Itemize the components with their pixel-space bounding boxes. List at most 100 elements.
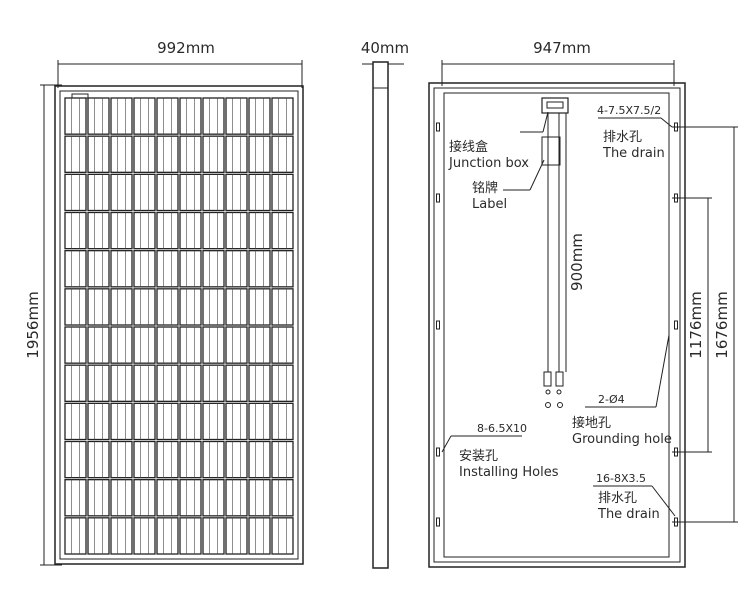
solar-cell	[179, 288, 202, 326]
grounding-cn: 接地孔	[572, 415, 611, 431]
side-view: 40mm	[361, 39, 409, 569]
solar-cell	[271, 517, 294, 555]
solar-cell	[179, 135, 202, 173]
solar-cell	[179, 517, 202, 555]
solar-cell	[110, 211, 133, 250]
solar-cell	[179, 402, 202, 441]
frame-hole	[674, 320, 678, 330]
solar-cell	[64, 211, 87, 250]
solar-cell	[156, 173, 179, 212]
solar-cell	[64, 97, 87, 135]
solar-cell	[110, 364, 133, 402]
connector-right	[555, 371, 564, 387]
solar-cell	[271, 364, 294, 402]
grounding-hole-right	[557, 402, 563, 408]
front-inner-frame	[59, 90, 299, 560]
bottom-drain-cn: 排水孔	[598, 491, 637, 506]
back-inner-frame	[443, 92, 670, 558]
solar-cell	[64, 440, 87, 479]
back-outer-frame	[428, 82, 686, 568]
installing-cn: 安装孔	[459, 449, 498, 464]
solar-cell	[179, 250, 202, 288]
solar-cell	[271, 402, 294, 441]
solar-cell	[225, 250, 248, 288]
solar-cell	[202, 364, 225, 402]
solar-cell	[202, 211, 225, 250]
solar-cell	[110, 97, 133, 135]
top-drain-en: The drain	[602, 146, 665, 161]
solar-cell	[87, 326, 110, 364]
solar-cell	[202, 479, 225, 517]
grounding-en: Grounding hole	[572, 432, 672, 447]
solar-cell	[156, 440, 179, 479]
solar-cell	[133, 364, 156, 402]
front-width-label: 992mm	[157, 39, 215, 57]
frame-hole	[436, 447, 440, 457]
solar-cell	[64, 288, 87, 326]
bottom-drain-spec: 16-8X3.5	[596, 472, 646, 485]
back-frame-mid	[433, 87, 681, 563]
solar-cell	[133, 326, 156, 364]
solar-cell	[248, 402, 271, 441]
solar-cell	[248, 364, 271, 402]
solar-cell	[156, 402, 179, 441]
solar-cell	[225, 211, 248, 250]
solar-cell	[202, 250, 225, 288]
solar-cell	[110, 288, 133, 326]
solar-cell	[133, 211, 156, 250]
solar-cell	[225, 440, 248, 479]
solar-cell	[133, 517, 156, 555]
solar-cell	[133, 97, 156, 135]
frame-hole	[436, 193, 440, 203]
solar-cell	[64, 135, 87, 173]
solar-cell	[248, 288, 271, 326]
solar-cell	[271, 173, 294, 212]
solar-cell	[202, 173, 225, 212]
solar-cell	[133, 288, 156, 326]
solar-cell	[64, 173, 87, 212]
solar-cell	[156, 326, 179, 364]
solar-cell	[248, 326, 271, 364]
solar-cell	[225, 173, 248, 212]
solar-cell	[87, 173, 110, 212]
solar-cell	[87, 211, 110, 250]
solar-cell	[225, 288, 248, 326]
cable-length-label: 900mm	[568, 233, 586, 291]
solar-cell	[225, 135, 248, 173]
inner-dim-label: 1176mm	[687, 291, 705, 358]
solar-cell	[64, 364, 87, 402]
solar-cell	[179, 440, 202, 479]
solar-cell	[179, 326, 202, 364]
solar-cell	[156, 288, 179, 326]
solar-cell	[179, 479, 202, 517]
solar-cell	[202, 402, 225, 441]
side-profile	[372, 61, 389, 569]
frame-hole	[436, 122, 440, 132]
solar-cell	[202, 135, 225, 173]
solar-cell	[64, 250, 87, 288]
solar-cell	[202, 326, 225, 364]
solar-cell	[110, 326, 133, 364]
bottom-drain-en: The drain	[597, 507, 660, 522]
solar-cell	[87, 402, 110, 441]
solar-cell	[225, 517, 248, 555]
solar-cell	[179, 211, 202, 250]
solar-cell	[87, 288, 110, 326]
solar-cell	[87, 250, 110, 288]
solar-cell	[248, 440, 271, 479]
solar-cell	[179, 97, 202, 135]
solar-cell	[225, 97, 248, 135]
solar-cell	[133, 250, 156, 288]
label-leader-tip	[529, 159, 545, 191]
junction-box-terminal	[546, 101, 564, 109]
solar-cell	[110, 402, 133, 441]
solar-cell	[202, 517, 225, 555]
solar-cell	[87, 440, 110, 479]
label-en: Label	[472, 197, 507, 212]
solar-cell	[87, 364, 110, 402]
cell-grid	[64, 97, 294, 555]
solar-cell	[248, 250, 271, 288]
top-drain-spec: 4-7.5X7.5/2	[597, 104, 661, 117]
solar-cell	[248, 97, 271, 135]
